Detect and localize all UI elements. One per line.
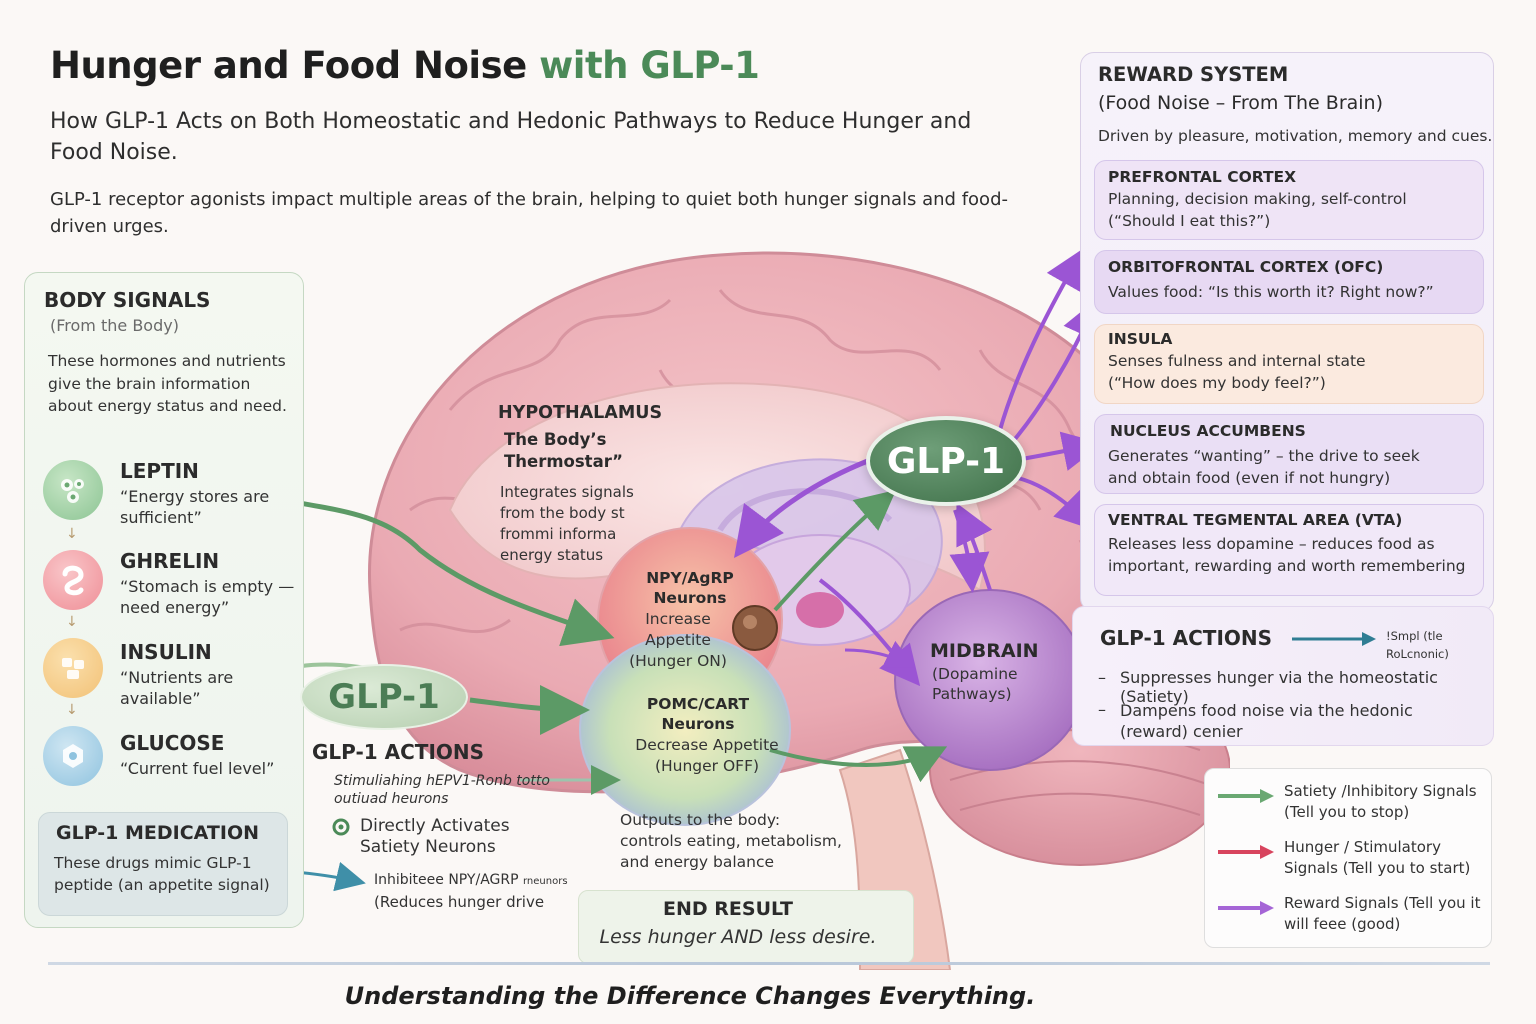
action-dash: – — [1098, 700, 1106, 719]
glucose-name: GLUCOSE — [120, 731, 225, 755]
action-dash: – — [1098, 668, 1106, 687]
actions-left-item2: Directly Activates Satiety Neurons — [360, 816, 510, 857]
actions-left-item3-main: Inhibiteee NPY/AGRP — [374, 872, 519, 888]
legend-label: Reward Signals (Tell you it will feee (g… — [1284, 894, 1481, 933]
region-nucleus-accumbens — [1094, 414, 1484, 494]
hypothalamus-title: HYPOTHALAMUS — [498, 403, 663, 423]
medication-box — [38, 812, 288, 916]
region-title: NUCLEUS ACCUMBENS — [1110, 422, 1306, 440]
page-subtitle: How GLP-1 Acts on Both Homeostatic and H… — [50, 109, 972, 165]
reward-desc: Driven by pleasure, motivation, memory a… — [1098, 127, 1493, 145]
body-signals-subtitle: (From the Body) — [50, 316, 179, 335]
actions-right-title: GLP-1 ACTIONS — [1100, 626, 1273, 650]
npy-desc: Increase Appetite (Hunger ON) — [629, 610, 727, 670]
glp1-molecule-left: GLP-1 — [300, 664, 468, 730]
actions-left-item3-small: rneunors — [523, 876, 568, 887]
down-arrow-icon: ↓ — [66, 614, 78, 630]
region-desc: Generates “wanting” – the drive to seek … — [1108, 447, 1420, 487]
midbrain-desc: (Dopamine Pathways) — [932, 665, 1018, 703]
actions-left-item3-sub: (Reduces hunger drive — [374, 893, 545, 911]
end-result-title: END RESULT — [663, 898, 793, 920]
pomc-desc: Decrease Appetite (Hunger OFF) — [635, 736, 779, 775]
ghrelin-name: GHRELIN — [120, 549, 220, 573]
glucose-icon — [43, 726, 103, 786]
glucose-desc: “Current fuel level” — [120, 759, 275, 778]
hypothalamus-subtitle: The Body’s Thermostar” — [504, 430, 623, 471]
insulin-desc: “Nutrients are available” — [120, 668, 234, 708]
legend-label: Satiety /Inhibitory Signals (Tell you to… — [1284, 782, 1477, 821]
actions-left-title: GLP-1 ACTIONS — [312, 740, 485, 764]
title-accent: with GLP-1 — [539, 44, 760, 87]
ghrelin-desc: “Stomach is empty — need energy” — [120, 577, 295, 617]
region-desc: Senses fulness and internal state (“How … — [1108, 352, 1366, 392]
npy-title: NPY/AgRP Neurons — [646, 569, 734, 607]
red-arrow-icon — [1218, 845, 1274, 859]
action-item: Suppresses hunger via the homeostatic (S… — [1120, 668, 1438, 706]
region-desc: Releases less dopamine – reduces food as… — [1108, 535, 1466, 575]
body-signals-title: BODY SIGNALS — [44, 288, 211, 312]
region-desc: Values food: “Is this worth it? Right no… — [1108, 283, 1434, 301]
region-insula — [1094, 324, 1484, 404]
region-title: ORBITOFRONTAL CORTEX (OFC) — [1108, 258, 1384, 276]
reward-subtitle: (Food Noise – From The Brain) — [1098, 92, 1384, 114]
actions-right-panel — [1072, 606, 1494, 746]
reward-title: REWARD SYSTEM — [1098, 63, 1289, 86]
pomc-title: POMC/CART Neurons — [646, 695, 750, 733]
check-circle-icon — [332, 818, 350, 836]
footer-tagline: Understanding the Difference Changes Eve… — [344, 982, 1036, 1010]
actions-left-item1: Stimuliahing hEPV1-Ronb totto outiuad he… — [334, 773, 550, 807]
teal-arrow-icon — [1292, 632, 1376, 646]
insulin-name: INSULIN — [120, 640, 212, 664]
actions-left-item3: Inhibiteee NPY/AGRP rneunors (Reduces hu… — [374, 870, 594, 913]
glp1-molecule-top: GLP-1 — [866, 416, 1026, 506]
intro-text: GLP-1 receptor agonists impact multiple … — [50, 189, 1008, 237]
outputs-desc: controls eating, metabolism, and energy … — [620, 832, 842, 871]
region-title: INSULA — [1108, 330, 1173, 348]
medication-title: GLP-1 MEDICATION — [56, 822, 259, 844]
region-title: VENTRAL TEGMENTAL AREA (VTA) — [1108, 511, 1403, 529]
outputs-title: Outputs to the body: — [620, 811, 781, 829]
region-vta — [1094, 504, 1484, 596]
ghrelin-icon — [43, 550, 103, 610]
midbrain-title: MIDBRAIN — [930, 640, 1039, 662]
footer-divider — [48, 962, 1490, 965]
title-main: Hunger and Food Noise — [50, 44, 527, 87]
green-arrow-icon — [1218, 789, 1274, 803]
region-desc: Planning, decision making, self-control … — [1108, 190, 1407, 230]
action-item: Dampens food noise via the hedonic (rewa… — [1120, 701, 1413, 741]
medication-desc: These drugs mimic GLP-1 peptide (an appe… — [54, 854, 270, 894]
brain-illustration — [300, 248, 1230, 970]
leptin-name: LEPTIN — [120, 459, 199, 483]
legend-label: Hunger / Stimulatory Signals (Tell you t… — [1284, 838, 1471, 877]
page-title: Hunger and Food Noise with GLP-1 — [50, 44, 760, 87]
actions-right-note: !Smpl (tle RoLcnonic) — [1386, 629, 1449, 661]
insulin-icon — [43, 638, 103, 698]
body-signals-description: These hormones and nutrients give the br… — [48, 352, 287, 415]
down-arrow-icon: ↓ — [66, 702, 78, 718]
hypothalamus-desc: Integrates signals from the body st from… — [500, 483, 634, 564]
down-arrow-icon: ↓ — [66, 526, 78, 542]
outputs-text: Outputs to the body: controls eating, me… — [620, 810, 860, 873]
region-orbitofrontal-cortex — [1094, 250, 1484, 314]
leptin-desc: “Energy stores are sufficient” — [120, 487, 270, 527]
end-result-desc: Less hunger AND less desire. — [599, 926, 877, 948]
region-title: PREFRONTAL CORTEX — [1108, 168, 1297, 186]
purple-arrow-icon — [1218, 901, 1274, 915]
region-prefrontal-cortex — [1094, 160, 1484, 240]
leptin-icon — [43, 460, 103, 520]
